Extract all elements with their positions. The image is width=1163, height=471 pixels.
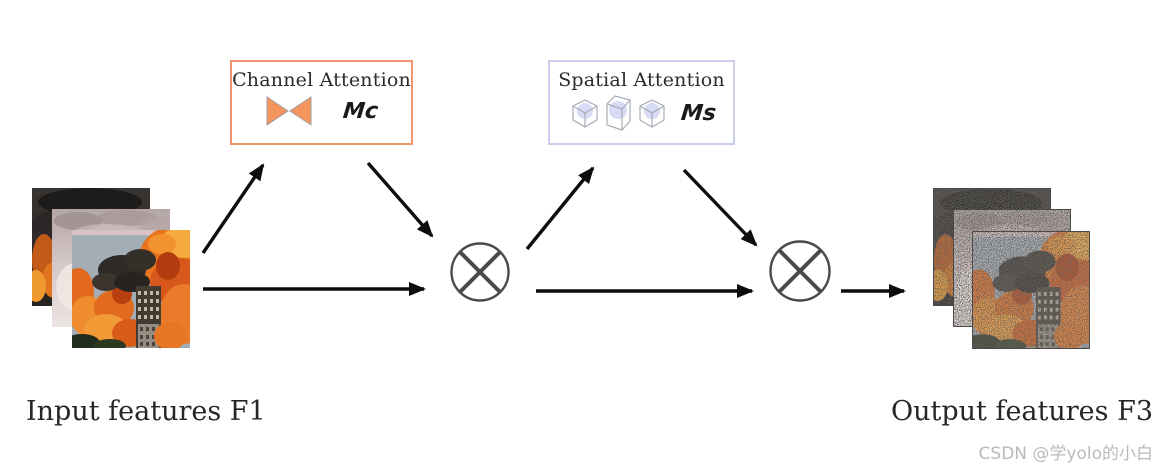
cube-icon xyxy=(571,98,598,128)
cube-icon xyxy=(605,95,631,131)
channel-attention-symbol: Mc xyxy=(341,98,380,124)
channel-attention-title: Channel Attention xyxy=(232,69,411,91)
multiply-icon xyxy=(450,242,510,302)
output-feature-image-front xyxy=(972,231,1090,349)
input-feature-image-front xyxy=(72,230,190,348)
input-features-label: Input features F1 xyxy=(26,396,266,427)
arrow-channel-attention-to-multiply-1 xyxy=(366,161,434,238)
channel-attention-box: Channel Attention Mc xyxy=(230,60,413,145)
output-features-label: Output features F3 xyxy=(890,396,1153,427)
spatial-attention-title: Spatial Attention xyxy=(558,69,725,91)
arrow-spatial-attention-to-multiply-2 xyxy=(682,168,758,247)
bowtie-icon xyxy=(266,96,312,126)
watermark: CSDN @学yolo的小白 xyxy=(978,444,1153,464)
cube-icon xyxy=(638,98,665,128)
spatial-attention-symbol: Ms xyxy=(679,100,717,126)
multiply-icon xyxy=(769,240,831,302)
arrow-multiply-1-to-spatial-attention xyxy=(525,166,595,251)
spatial-attention-box: Spatial Attention Ms xyxy=(548,60,735,145)
arrow-input-to-channel-attention xyxy=(201,163,265,254)
